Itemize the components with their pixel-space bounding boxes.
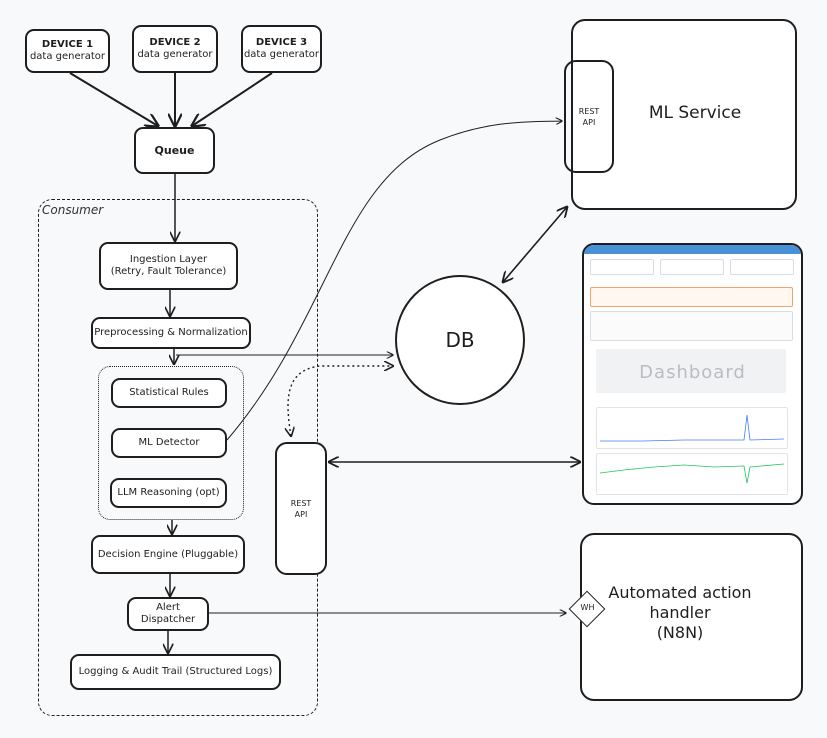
db-label: DB [445,328,475,352]
queue-box: Queue [134,127,215,174]
llm-reasoning-label: LLM Reasoning (opt) [117,487,220,498]
dashboard-label: Dashboard [639,362,746,383]
ml-detector-label: ML Detector [138,437,200,448]
logging-label: Logging & Audit Trail (Structured Logs) [78,666,273,677]
device-1-box: DEVICE 1 data generator [25,29,110,73]
automated-line1: Automated action [608,583,752,602]
statistical-rules-box: Statistical Rules [111,378,227,408]
device-1-sub: data generator [29,51,106,62]
ml-rest-line2: API [582,117,596,127]
alert-line1: Alert [156,602,180,613]
automated-handler-box [580,533,803,701]
dashboard-card [730,259,794,275]
dashboard-detail-panel [590,311,793,341]
db-circle: DB [395,275,525,405]
device3-to-queue-arrow [192,72,273,126]
device-2-name: DEVICE 2 [149,37,201,48]
alert-line2: Dispatcher [140,614,196,625]
logging-box: Logging & Audit Trail (Structured Logs) [70,654,281,690]
rest-api-line2: API [294,509,308,519]
automated-handler-title: Automated action handler (N8N) [600,583,760,643]
device-3-name: DEVICE 3 [255,37,308,48]
device-3-sub: data generator [243,49,320,60]
alert-dispatcher-box: Alert Dispatcher [127,597,209,631]
webhook-label: WH [580,603,595,612]
device-2-box: DEVICE 2 data generator [132,25,218,73]
consumer-label: Consumer [42,203,104,217]
dashboard-card [590,259,654,275]
device-1-name: DEVICE 1 [41,39,94,50]
ml-service-title: ML Service [648,103,742,123]
dashboard-chart-panel [596,453,788,495]
dashboard-chart-panel [596,407,788,449]
ingestion-line2: (Retry, Fault Tolerance) [110,266,227,277]
ml-detector-to-ml-service-arrow [226,121,562,441]
preprocessing-box: Preprocessing & Normalization [91,317,251,349]
queue-label: Queue [154,143,195,157]
rest-api-box: REST API [275,442,327,575]
device-2-sub: data generator [137,49,213,60]
dashboard-sparklines [599,414,785,484]
dashboard-screenshot: Dashboard [582,243,803,505]
rest-api-db-dotted-arrow [288,366,393,436]
ml-service-db-arrow [503,207,567,282]
ml-detector-box: ML Detector [111,428,227,458]
preprocessing-label: Preprocessing & Normalization [94,327,248,338]
automated-line3: (N8N) [656,623,704,642]
ml-service-box [571,19,797,210]
device-3-box: DEVICE 3 data generator [241,25,322,73]
dashboard-table [596,349,786,393]
llm-reasoning-box: LLM Reasoning (opt) [110,478,227,508]
ml-service-rest-api: REST API [564,60,614,173]
ml-rest-line1: REST [578,106,600,116]
ingestion-layer-box: Ingestion Layer (Retry, Fault Tolerance) [99,242,238,290]
ingestion-line1: Ingestion Layer [129,254,208,265]
automated-line2: handler [649,603,711,622]
dashboard-header-bar [584,245,801,254]
statistical-rules-label: Statistical Rules [129,387,209,398]
detectors-group [98,366,244,520]
decision-engine-label: Decision Engine (Pluggable) [97,548,239,560]
device1-to-queue-arrow [69,72,158,126]
dashboard-card [660,259,724,275]
dashboard-alert-panel [590,287,793,307]
rest-api-line1: REST [290,498,312,508]
decision-engine-box: Decision Engine (Pluggable) [91,535,245,574]
